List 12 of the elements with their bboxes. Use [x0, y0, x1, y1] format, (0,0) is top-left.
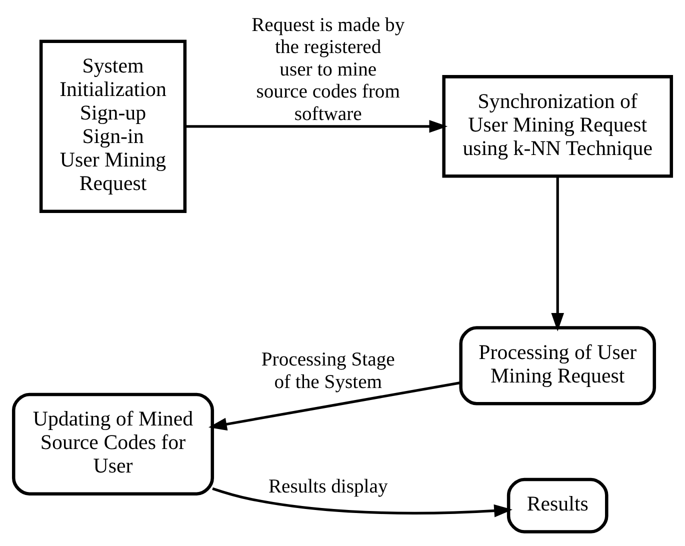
node-box: Processing of User Mining Request: [459, 326, 656, 405]
node-box: Updating of Mined Source Codes for User: [12, 392, 214, 495]
arrow: [208, 380, 461, 430]
edge-label: Request is made by the registered user to mine source codes from software: [252, 14, 405, 124]
arrow: [212, 486, 512, 517]
node-box: Results: [506, 477, 608, 533]
edge-label: Results display: [268, 476, 388, 498]
arrow: [551, 176, 564, 331]
node-box: Synchronization of User Mining Request using k-NN Technique: [442, 74, 674, 178]
arrow: [185, 119, 448, 132]
edge-label: Processing Stage of the System: [261, 349, 395, 392]
node-box: System Initialization Sign-up Sign-in User Mining Request: [39, 39, 187, 213]
